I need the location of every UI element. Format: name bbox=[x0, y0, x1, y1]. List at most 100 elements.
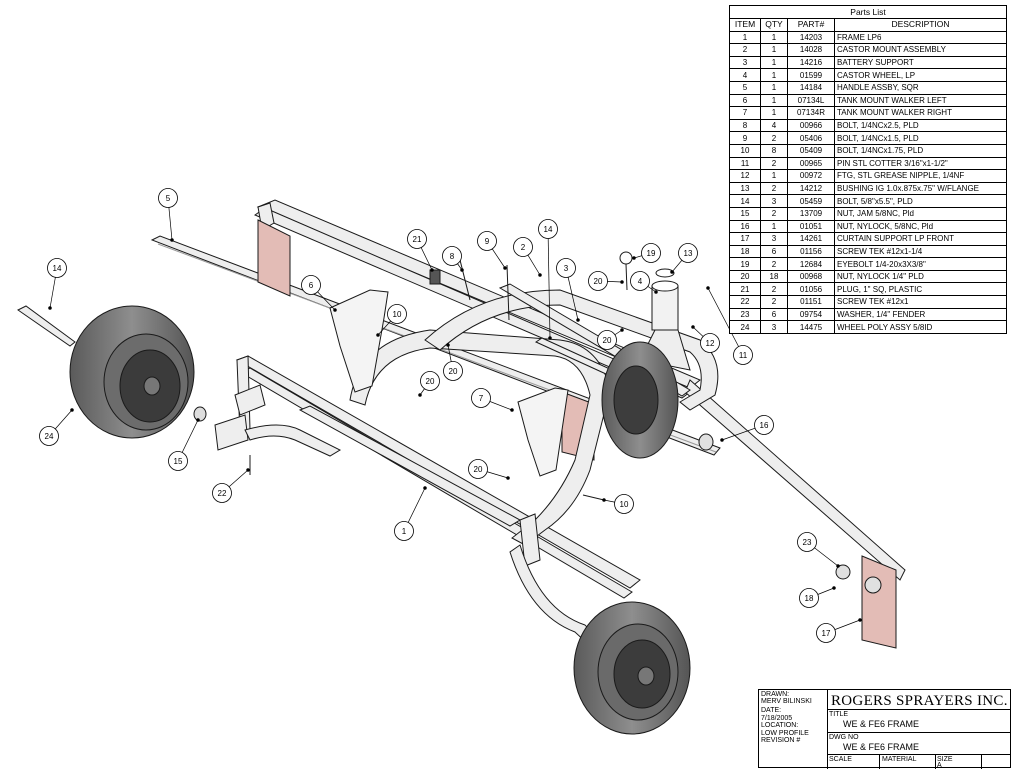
date-value: 7/18/2005 bbox=[761, 715, 793, 722]
qty-cell: 2 bbox=[760, 282, 788, 297]
qty-cell: 2 bbox=[760, 181, 788, 196]
leader-dot bbox=[506, 476, 510, 480]
description-cell: CURTAIN SUPPORT LP FRONT bbox=[834, 232, 1007, 246]
qty-cell: 3 bbox=[760, 194, 788, 208]
balloon-label: 3 bbox=[564, 264, 569, 273]
castor-wheel bbox=[601, 341, 679, 459]
qty-cell: 1 bbox=[760, 219, 788, 234]
leader-dot bbox=[423, 486, 427, 490]
item-cell: 11 bbox=[729, 156, 761, 171]
part-cell: 05409 bbox=[787, 143, 835, 158]
balloon-label: 22 bbox=[218, 489, 227, 498]
qty-cell: 1 bbox=[760, 169, 788, 183]
balloon-label: 7 bbox=[479, 394, 484, 403]
part-cell: 12684 bbox=[787, 257, 835, 271]
leader-line bbox=[547, 228, 551, 339]
col-description: DESCRIPTION bbox=[834, 18, 1007, 32]
leader-dot bbox=[836, 564, 840, 568]
balloon-circle bbox=[471, 388, 491, 408]
part-cell: 14475 bbox=[787, 320, 835, 334]
item-cell: 19 bbox=[729, 257, 761, 271]
qty-cell: 3 bbox=[760, 232, 788, 246]
dwg-label: DWG NO bbox=[829, 734, 859, 741]
description-cell: NUT, NYLOCK 1/4" PLD bbox=[834, 269, 1007, 284]
eyebolt-shank bbox=[625, 263, 628, 291]
balloon-label: 9 bbox=[485, 237, 490, 246]
balloon-label: 23 bbox=[803, 538, 812, 547]
drawn-label: DRAWN: bbox=[761, 691, 790, 698]
description-cell: FRAME LP6 bbox=[834, 30, 1007, 45]
balloon-label: 15 bbox=[174, 457, 183, 466]
lower-frame bbox=[214, 289, 719, 647]
balloon-label: 18 bbox=[805, 594, 814, 603]
leader-dot bbox=[670, 270, 674, 274]
qty-cell: 2 bbox=[760, 257, 788, 271]
leader-dot bbox=[246, 468, 250, 472]
description-cell: PIN STL COTTER 3/16"x1-1/2" bbox=[834, 156, 1007, 171]
tank-mount-left bbox=[329, 289, 389, 393]
revision-label: REVISION # bbox=[761, 737, 801, 744]
location-label: LOCATION: bbox=[761, 722, 799, 729]
balloon-label: 6 bbox=[309, 281, 314, 290]
balloon-circle bbox=[442, 246, 462, 266]
leader-dot bbox=[858, 618, 862, 622]
item-cell: 10 bbox=[729, 143, 761, 158]
balloon-circle bbox=[39, 426, 59, 446]
balloon-label: 20 bbox=[426, 377, 435, 386]
balloon-circle bbox=[394, 521, 414, 541]
balloon-circle bbox=[733, 345, 753, 365]
description-cell: BOLT, 1/4NCx1.75, PLD bbox=[834, 143, 1007, 158]
balloon-label: 20 bbox=[603, 336, 612, 345]
balloon-label: 21 bbox=[413, 235, 422, 244]
leader-dot bbox=[510, 408, 514, 412]
item-cell: 2 bbox=[729, 43, 761, 57]
part-cell: 01156 bbox=[787, 244, 835, 259]
balloon-circle bbox=[387, 304, 407, 324]
description-cell: BOLT, 1/4NCx2.5, PLD bbox=[834, 118, 1007, 133]
balloon-label: 12 bbox=[706, 339, 715, 348]
part-cell: 14212 bbox=[787, 181, 835, 196]
part-cell: 01051 bbox=[787, 219, 835, 234]
leader-dot bbox=[620, 328, 624, 332]
qty-cell: 18 bbox=[760, 269, 788, 284]
qty-cell: 1 bbox=[760, 106, 788, 120]
plug-21 bbox=[429, 269, 441, 285]
balloon-circle bbox=[678, 243, 698, 263]
jam-nut bbox=[193, 406, 207, 422]
item-cell: 22 bbox=[729, 295, 761, 309]
size-value: A bbox=[937, 762, 942, 769]
balloon-label: 14 bbox=[53, 264, 62, 273]
balloon-circle bbox=[407, 229, 427, 249]
balloon-circle bbox=[420, 371, 440, 391]
balloon-label: 16 bbox=[760, 421, 769, 430]
leader-dot bbox=[48, 306, 52, 310]
leader-dot bbox=[720, 438, 724, 442]
balloon-label: 11 bbox=[739, 351, 748, 360]
item-cell: 14 bbox=[729, 194, 761, 208]
item-cell: 13 bbox=[729, 181, 761, 196]
description-cell: CASTOR WHEEL, LP bbox=[834, 68, 1007, 82]
balloon-circle bbox=[443, 361, 463, 381]
leader-dot bbox=[430, 268, 434, 272]
qty-cell: 1 bbox=[760, 93, 788, 108]
balloon-circle bbox=[614, 494, 634, 514]
part-cell: 07134L bbox=[787, 93, 835, 108]
balloon-circle bbox=[597, 330, 617, 350]
leader-dot bbox=[548, 336, 552, 340]
qty-cell: 3 bbox=[760, 320, 788, 334]
leader-dot bbox=[418, 393, 422, 397]
balloon-circle bbox=[168, 451, 188, 471]
leader-dot bbox=[538, 273, 542, 277]
title-value: WE & FE6 FRAME bbox=[843, 719, 920, 729]
balloon-circle bbox=[816, 623, 836, 643]
part-cell: 05406 bbox=[787, 131, 835, 145]
part-cell: 14028 bbox=[787, 43, 835, 57]
